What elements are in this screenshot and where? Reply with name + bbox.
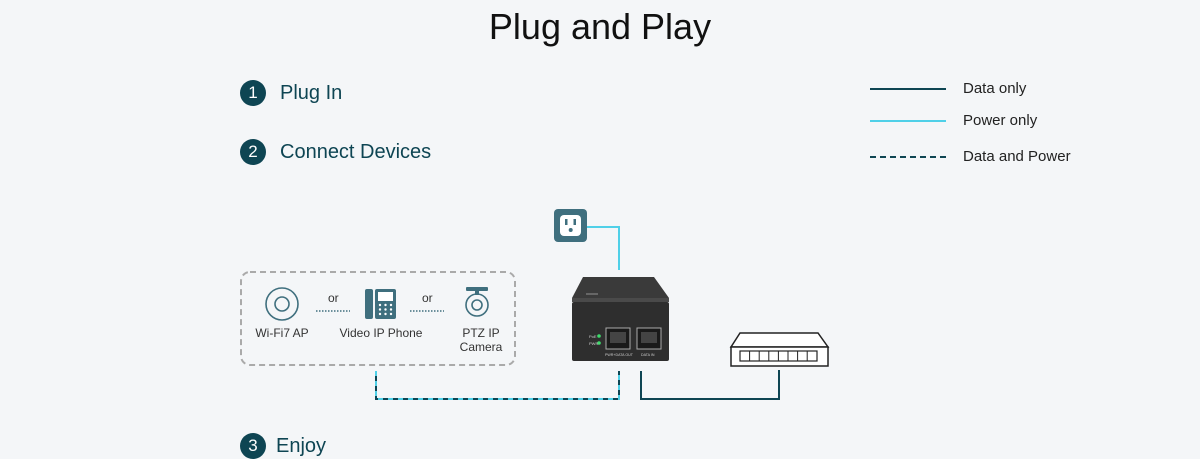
data-power-line <box>375 371 620 400</box>
camera-label-line2: Camera <box>459 340 503 354</box>
poe-injector-icon: PoE PWR PWR+DATA OUT DATA IN <box>572 277 669 361</box>
step-number: 1 <box>240 80 266 106</box>
page-title: Plug and Play <box>488 6 712 47</box>
led-label-poe: PoE <box>589 334 597 339</box>
or-label: or <box>422 291 433 305</box>
port-label-out: PWR+DATA OUT <box>605 353 634 357</box>
legend-data-only: Data only <box>870 80 1130 97</box>
legend-power-only: Power only <box>870 112 1130 129</box>
step-label: Plug In <box>280 81 343 104</box>
step-plug-in: 1 Plug In <box>240 80 342 106</box>
step-number: 2 <box>240 139 266 165</box>
step-connect-devices: 2 Connect Devices <box>240 139 431 165</box>
power-outlet-icon <box>554 209 587 242</box>
legend-data-and-power: Data and Power <box>870 148 1130 165</box>
wifi-access-point-icon <box>265 287 299 321</box>
legend-label: Data and Power <box>963 148 1071 165</box>
step-label: Connect Devices <box>280 140 432 163</box>
step-number: 3 <box>240 433 266 459</box>
legend-line-power <box>870 119 946 122</box>
port-label-in: DATA IN <box>641 353 655 357</box>
step-enjoy: 3 Enjoy <box>240 433 326 459</box>
device-label-camera: PTZ IP Camera <box>446 326 516 354</box>
or-label: or <box>328 291 339 305</box>
legend-line-data <box>870 87 946 90</box>
legend-label: Power only <box>963 112 1038 129</box>
network-switch-icon <box>729 332 830 367</box>
data-power-line-base <box>375 371 620 400</box>
device-label-phone: Video IP Phone <box>339 326 423 340</box>
power-line <box>587 226 620 270</box>
legend-label: Data only <box>963 80 1027 97</box>
camera-label-line1: PTZ IP <box>462 326 500 340</box>
data-line <box>640 370 780 400</box>
step-label: Enjoy <box>276 434 327 457</box>
device-label-ap: Wi-Fi7 AP <box>255 326 309 340</box>
ip-phone-icon <box>365 289 396 319</box>
led-label-pwr: PWR <box>589 341 598 346</box>
ptz-camera-icon <box>465 287 489 317</box>
legend-line-data-power <box>870 155 946 158</box>
